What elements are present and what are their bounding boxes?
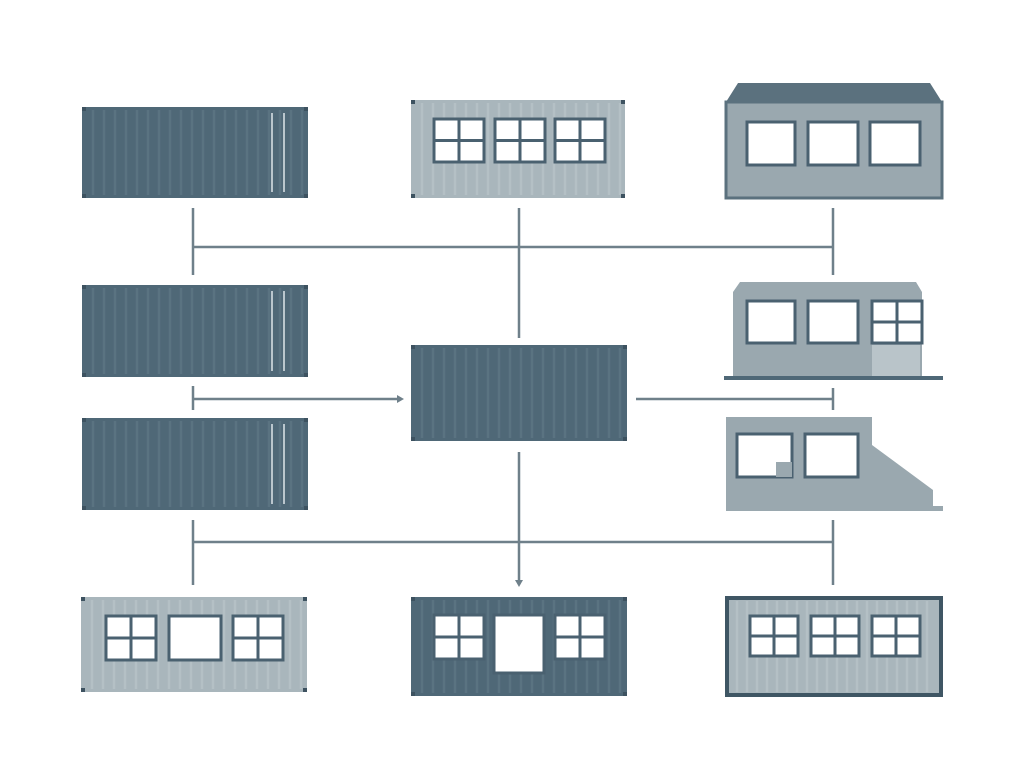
window-icon: [745, 299, 797, 345]
container-body: [82, 418, 308, 510]
corner-casting: [623, 597, 627, 601]
plain-container-2: [82, 285, 308, 377]
window-icon: [868, 120, 922, 167]
cabin-base: [724, 376, 943, 380]
window-icon: [167, 614, 223, 662]
corner-casting: [82, 373, 86, 377]
corner-casting: [411, 100, 415, 104]
corner-casting: [621, 100, 625, 104]
corner-casting: [304, 506, 308, 510]
corner-casting: [303, 688, 307, 692]
corner-casting: [81, 688, 85, 692]
window-icon: [803, 432, 860, 479]
sloped-cabin: [726, 417, 943, 511]
container-body: [411, 345, 627, 441]
arrow-head-icon: [515, 580, 523, 587]
arrow-head-icon: [397, 395, 404, 403]
corner-casting: [623, 345, 627, 349]
corner-casting: [411, 194, 415, 198]
corner-casting: [82, 506, 86, 510]
corner-casting: [82, 418, 86, 422]
corner-casting: [411, 692, 415, 696]
corner-casting: [82, 194, 86, 198]
plain-container-3: [82, 418, 308, 510]
corner-casting: [304, 285, 308, 289]
porch-cabin: [724, 282, 943, 380]
corner-casting: [81, 597, 85, 601]
central-container: [411, 345, 627, 441]
window-detail: [776, 462, 792, 477]
window-icon: [745, 120, 797, 167]
corner-casting: [411, 345, 415, 349]
corner-casting: [304, 194, 308, 198]
door-icon: [492, 613, 546, 675]
corner-casting: [303, 597, 307, 601]
corner-casting: [82, 107, 86, 111]
container-body: [82, 107, 308, 198]
corner-casting: [304, 373, 308, 377]
plain-container-1: [82, 107, 308, 198]
windowed-container-1: [411, 100, 625, 198]
roof: [726, 83, 942, 102]
corner-casting: [411, 437, 415, 441]
corner-casting: [304, 107, 308, 111]
door-container: [411, 597, 627, 696]
window-icon: [806, 120, 860, 167]
door-icon: [872, 345, 920, 376]
framed-container: [725, 596, 943, 697]
roofed-cabin: [724, 83, 944, 200]
corner-casting: [82, 285, 86, 289]
windowed-container-2: [81, 597, 307, 692]
corner-casting: [621, 194, 625, 198]
corner-casting: [304, 418, 308, 422]
corner-casting: [411, 597, 415, 601]
container-body: [82, 285, 308, 377]
corner-casting: [623, 437, 627, 441]
window-icon: [806, 299, 860, 345]
corner-casting: [623, 692, 627, 696]
